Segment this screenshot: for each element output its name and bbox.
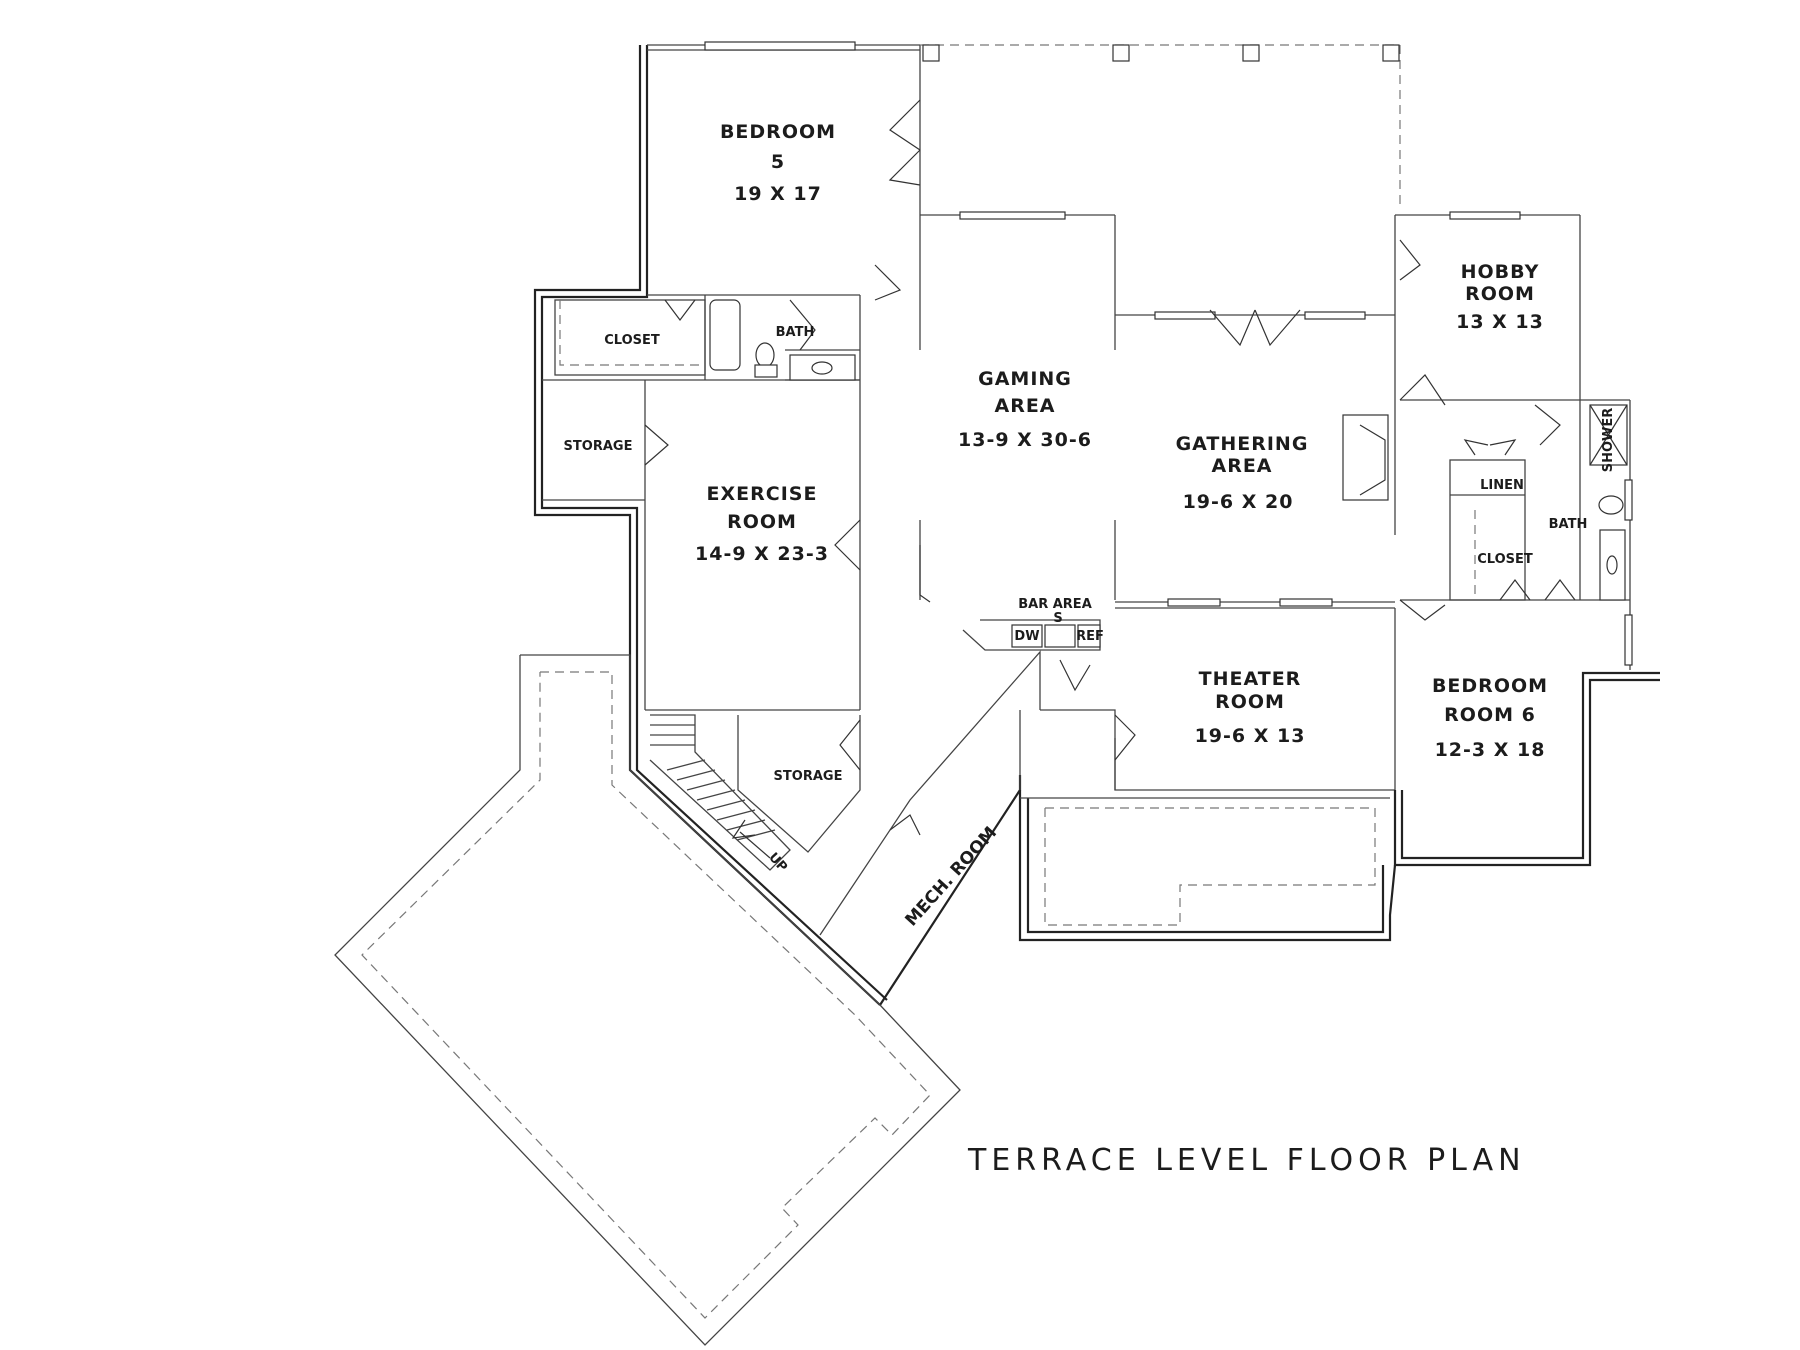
bar-sink-label: S [1053, 611, 1062, 626]
gathering-dims: 19-6 X 20 [1183, 491, 1294, 513]
bedroom6-dims: 12-3 X 18 [1435, 739, 1546, 761]
dashed-outlines [559, 44, 1476, 926]
theater-line2: ROOM [1215, 691, 1285, 713]
closet-right-label: CLOSET [1477, 552, 1533, 567]
mech-room-label: MECH. ROOM [902, 823, 1002, 930]
bedroom5-number: 5 [771, 151, 785, 173]
exercise-dims: 14-9 X 23-3 [695, 543, 829, 565]
hobby-name: HOBBY [1461, 261, 1540, 283]
gaming-dims: 13-9 X 30-6 [958, 429, 1092, 451]
deck-posts [922, 44, 1400, 62]
storage-left-label: STORAGE [564, 439, 633, 454]
exercise-line2: ROOM [727, 511, 797, 533]
gaming-line2: AREA [994, 395, 1055, 417]
fixtures [709, 299, 1628, 651]
room-labels: BEDROOM 5 19 X 17 CLOSET BATH STORAGE EX… [564, 121, 1616, 930]
windows [704, 41, 1633, 666]
shower-label: SHOWER [1601, 408, 1616, 473]
storage-stair-label: STORAGE [774, 769, 843, 784]
gaming-name: GAMING [978, 368, 1072, 390]
bath-left-label: BATH [776, 325, 815, 340]
bar-dw-label: DW [1014, 629, 1039, 644]
linen-label: LINEN [1480, 478, 1524, 493]
bedroom6-name: BEDROOM [1432, 675, 1548, 697]
garage-outline [334, 654, 961, 1346]
doors [644, 99, 1576, 836]
bedroom5-dims: 19 X 17 [734, 183, 822, 205]
gathering-line2: AREA [1211, 455, 1272, 477]
theater-name: THEATER [1199, 668, 1302, 690]
bar-area-label: BAR AREA [1018, 597, 1092, 612]
closet-left-label: CLOSET [604, 333, 660, 348]
stair [649, 714, 791, 871]
bath-right-label: BATH [1549, 517, 1588, 532]
exercise-name: EXERCISE [707, 483, 818, 505]
theater-dims: 19-6 X 13 [1195, 725, 1306, 747]
bar-ref-label: REF [1076, 629, 1104, 644]
gathering-name: GATHERING [1176, 433, 1309, 455]
bedroom6-line2: ROOM 6 [1444, 704, 1536, 726]
bedroom5-name: BEDROOM [720, 121, 836, 143]
hobby-dims: 13 X 13 [1456, 311, 1544, 333]
hobby-line2: ROOM [1465, 283, 1535, 305]
plan-title: TERRACE LEVEL FLOOR PLAN [967, 1143, 1526, 1178]
exterior-walls [533, 44, 1660, 1006]
